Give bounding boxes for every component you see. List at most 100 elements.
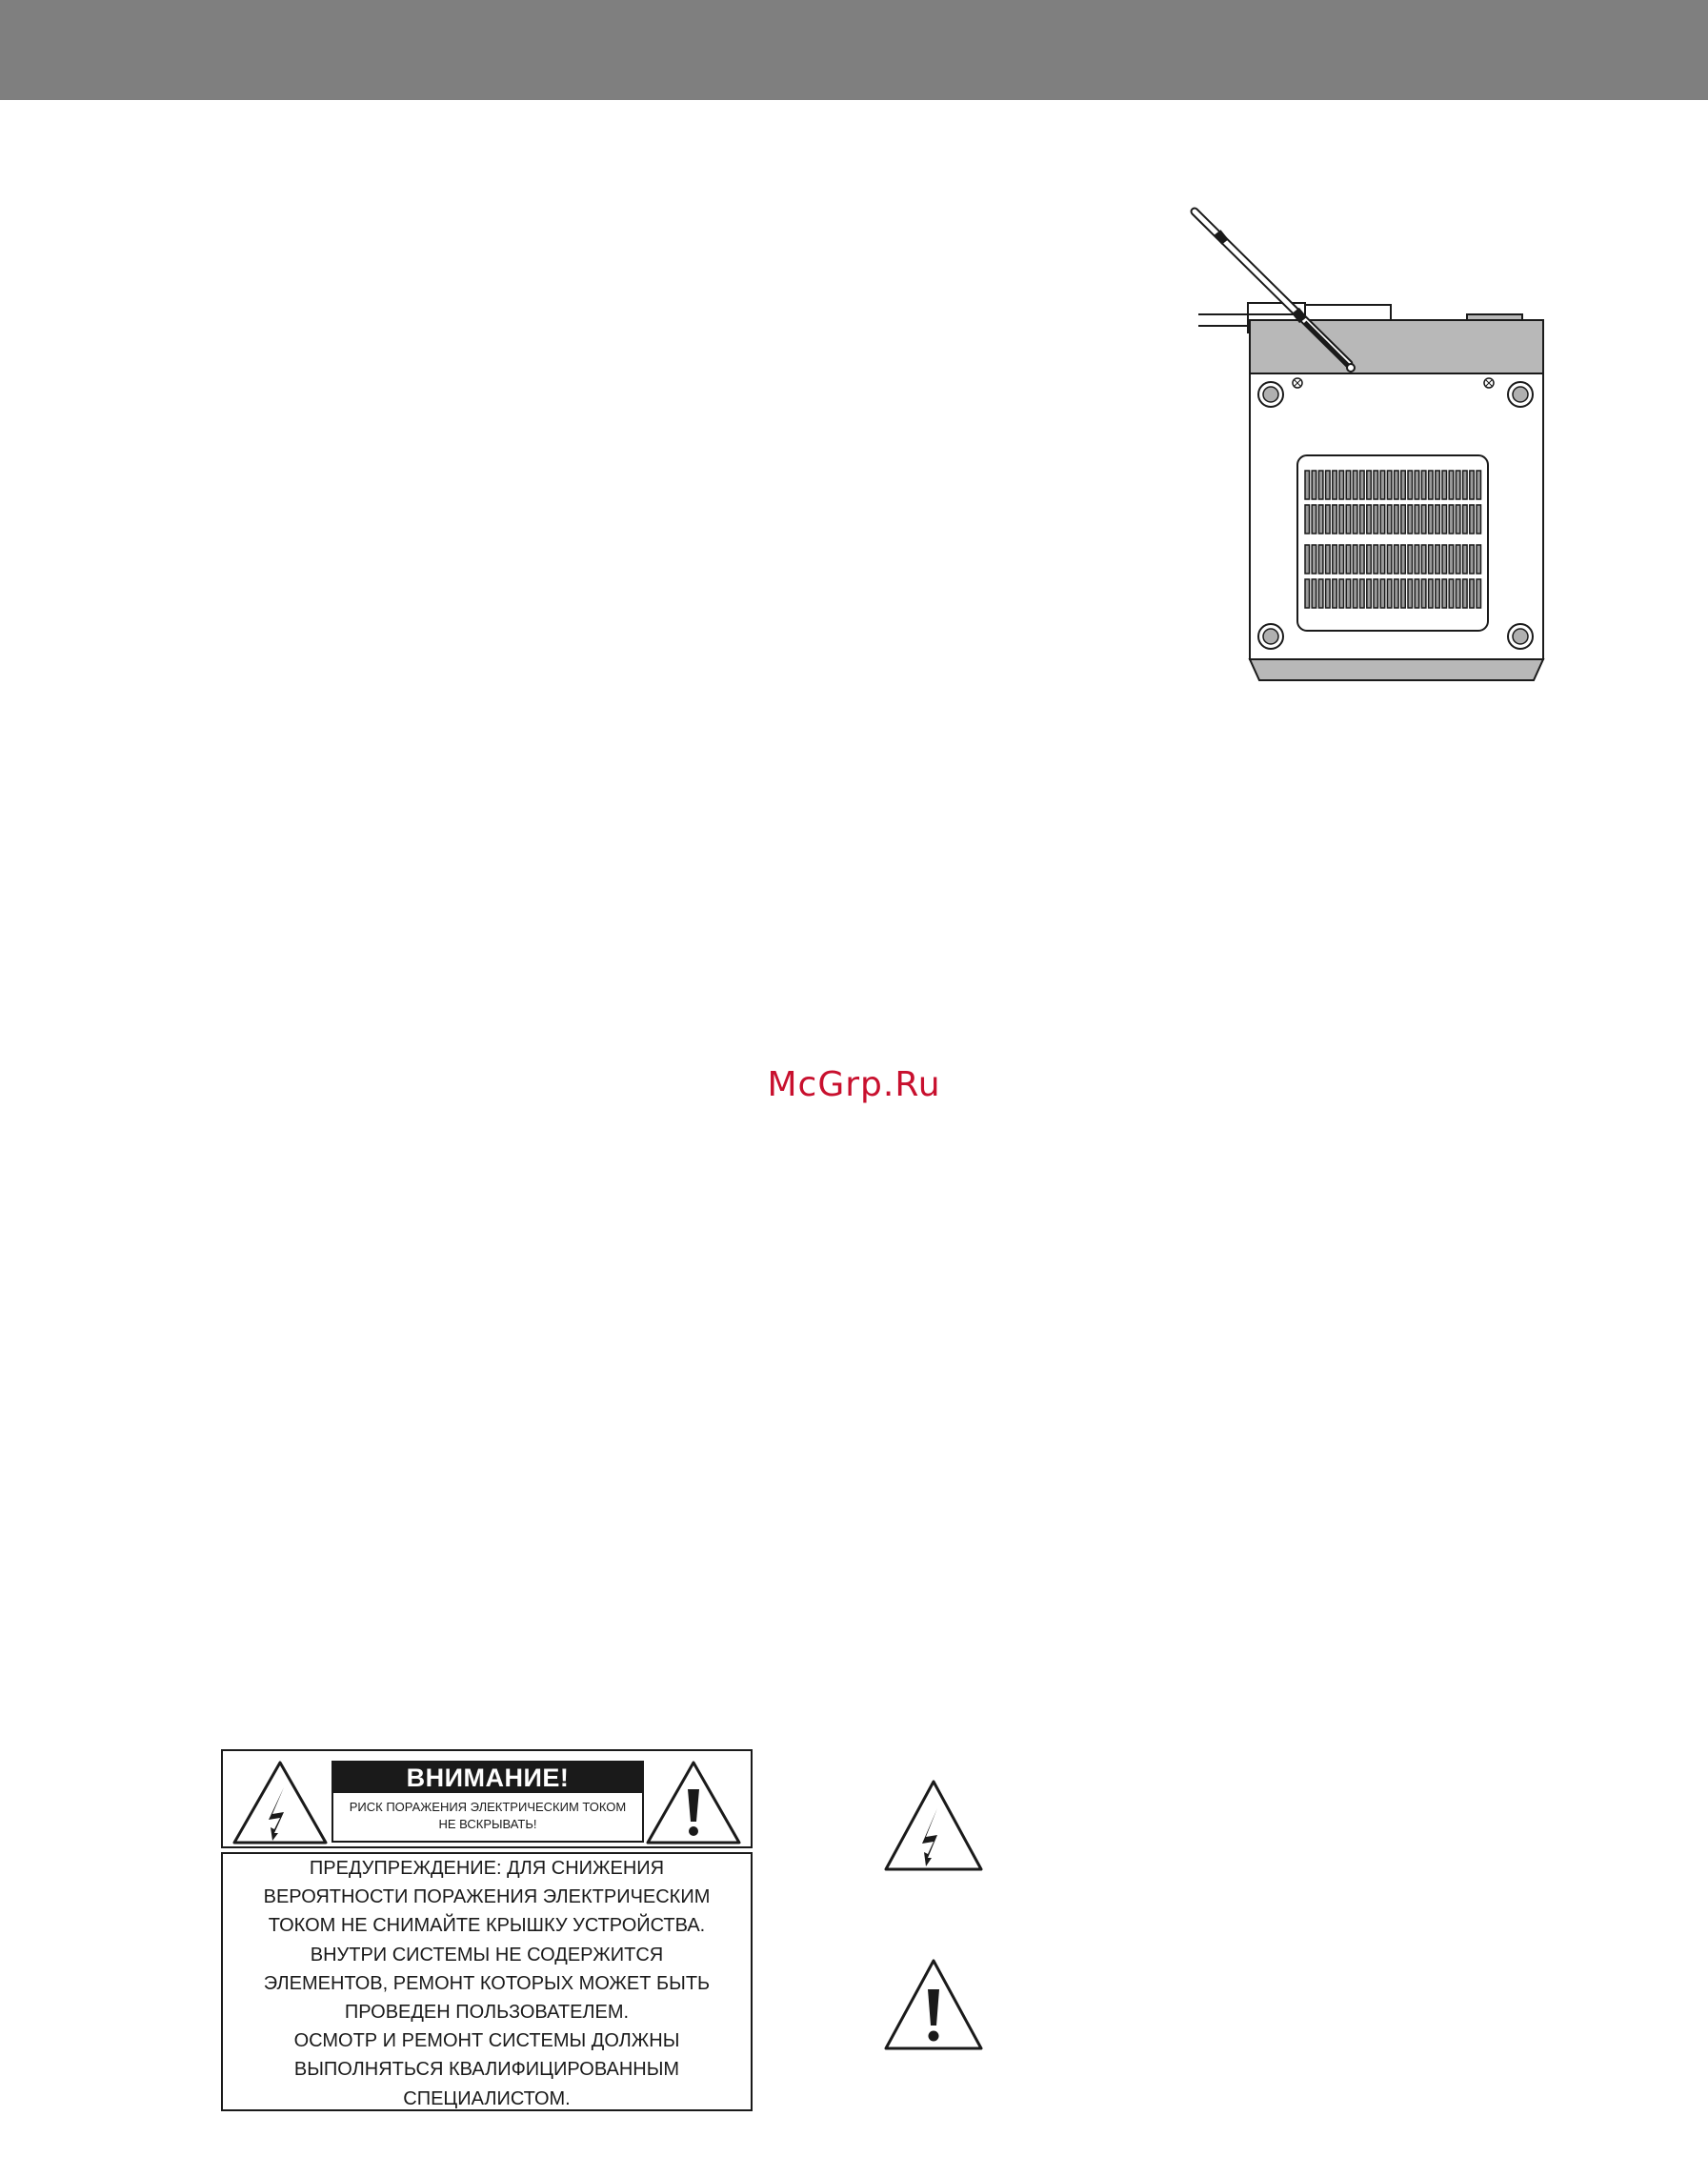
vent-slot <box>1345 470 1352 500</box>
warning-line: ПРЕДУПРЕЖДЕНИЕ: ДЛЯ СНИЖЕНИЯ <box>309 1858 665 1879</box>
vent-slot <box>1441 470 1448 500</box>
vent-slot <box>1476 544 1482 574</box>
warning-line: ОСМОТР И РЕМОНТ СИСТЕМЫ ДОЛЖНЫ <box>293 2030 680 2052</box>
vent-slot <box>1345 504 1352 534</box>
vent-slot <box>1476 504 1482 534</box>
vent-slot <box>1393 544 1399 574</box>
vent-slot <box>1324 504 1331 534</box>
vent-slot <box>1324 544 1331 574</box>
vent-slot <box>1345 578 1352 609</box>
vent-slot <box>1420 504 1427 534</box>
vent-slot <box>1435 578 1441 609</box>
vent-slot <box>1379 470 1386 500</box>
vent-slot <box>1407 544 1414 574</box>
vent-slot <box>1414 470 1420 500</box>
vent-slot <box>1332 470 1338 500</box>
vent-slot <box>1352 578 1358 609</box>
vent-slot <box>1332 504 1338 534</box>
vent-slot <box>1338 544 1345 574</box>
vent-slot <box>1448 544 1455 574</box>
lightning-bolt-triangle-icon <box>232 1761 328 1844</box>
vent-slot <box>1448 578 1455 609</box>
vent-slot <box>1420 470 1427 500</box>
vent-slot <box>1324 470 1331 500</box>
vent-slot <box>1317 470 1324 500</box>
vent-slot <box>1461 578 1468 609</box>
vent-slot <box>1338 470 1345 500</box>
vent-slot <box>1420 544 1427 574</box>
vent-slot <box>1358 544 1365 574</box>
vent-slot <box>1379 504 1386 534</box>
vent-slot <box>1455 470 1461 500</box>
vent-slot <box>1317 504 1324 534</box>
warning-line: ЭЛЕМЕНТОВ, РЕМОНТ КОТОРЫХ МОЖЕТ БЫТЬ <box>263 1972 711 1994</box>
vent-slot <box>1400 470 1407 500</box>
vent-slot <box>1461 470 1468 500</box>
lightning-bolt-triangle-icon <box>884 1780 983 1871</box>
vent-slot <box>1332 544 1338 574</box>
vent-slot <box>1435 470 1441 500</box>
caution-label: ВНИМАНИЕ! РИСК ПОРАЖЕНИЯ ЭЛЕКТРИЧЕСКИМ Т… <box>221 1749 754 2111</box>
vent-slot <box>1338 578 1345 609</box>
page-header-bar <box>0 0 1708 100</box>
vent-slot <box>1469 504 1476 534</box>
vent-slot <box>1400 544 1407 574</box>
vent-slot <box>1373 470 1379 500</box>
vent-slot <box>1345 544 1352 574</box>
vent-slot <box>1386 578 1393 609</box>
vent-slot <box>1311 578 1317 609</box>
vent-slot <box>1311 470 1317 500</box>
device-top-view-illustration <box>1190 207 1545 681</box>
vent-slot <box>1400 578 1407 609</box>
vent-slot <box>1427 470 1434 500</box>
vent-slot <box>1358 504 1365 534</box>
vent-slot <box>1379 578 1386 609</box>
vent-slot <box>1386 544 1393 574</box>
vent-slot <box>1352 544 1358 574</box>
vent-slot <box>1352 504 1358 534</box>
vent-slot <box>1461 544 1468 574</box>
vent-slot <box>1435 504 1441 534</box>
vent-slot <box>1461 504 1468 534</box>
vent-slot <box>1373 504 1379 534</box>
warning-line: ВНУТРИ СИСТЕМЫ НЕ СОДЕРЖИТСЯ <box>310 1944 664 1965</box>
vent-slot <box>1386 504 1393 534</box>
vent-slot <box>1469 578 1476 609</box>
vent-slot <box>1304 470 1311 500</box>
vent-slot <box>1317 544 1324 574</box>
vent-slot <box>1338 504 1345 534</box>
vent-slot <box>1414 578 1420 609</box>
vent-slot <box>1448 470 1455 500</box>
warning-line: ТОКОМ НЕ СНИМАЙТЕ КРЫШКУ УСТРОЙСТВА. <box>268 1915 706 1937</box>
exclamation-triangle-icon <box>884 1959 983 2050</box>
watermark-text: McGrp.Ru <box>767 1065 941 1104</box>
warning-line: ВЕРОЯТНОСТИ ПОРАЖЕНИЯ ЭЛЕКТРИЧЕСКИМ <box>263 1886 711 1908</box>
vent-slot <box>1304 544 1311 574</box>
vent-slot <box>1427 544 1434 574</box>
vent-slot <box>1393 578 1399 609</box>
exclamation-triangle-icon <box>646 1761 741 1844</box>
vent-slot <box>1366 504 1373 534</box>
vent-slot <box>1317 578 1324 609</box>
vent-slot <box>1420 578 1427 609</box>
vent-slot <box>1469 470 1476 500</box>
warning-line: ВЫПОЛНЯТЬСЯ КВАЛИФИЦИРОВАННЫМ <box>293 2059 680 2081</box>
vent-slot <box>1407 470 1414 500</box>
vent-slot <box>1311 504 1317 534</box>
vent-slot <box>1414 544 1420 574</box>
warning-line: ПРОВЕДЕН ПОЛЬЗОВАТЕЛЕМ. <box>344 2002 630 2024</box>
vent-slot <box>1393 504 1399 534</box>
vent-slot <box>1366 544 1373 574</box>
vent-slot <box>1427 504 1434 534</box>
caution-subtext-line: РИСК ПОРАЖЕНИЯ ЭЛЕКТРИЧЕСКИМ ТОКОМ <box>349 1800 627 1814</box>
vent-slot <box>1448 504 1455 534</box>
warning-line: СПЕЦИАЛИСТОМ. <box>403 2087 571 2109</box>
vent-slot <box>1373 578 1379 609</box>
caution-warning-text: ПРЕДУПРЕЖДЕНИЕ: ДЛЯ СНИЖЕНИЯ ВЕРОЯТНОСТИ… <box>221 1852 753 2111</box>
vent-slot <box>1366 470 1373 500</box>
vent-slot <box>1455 544 1461 574</box>
vent-slot <box>1476 470 1482 500</box>
vent-slot <box>1476 578 1482 609</box>
caution-label-center: ВНИМАНИЕ! РИСК ПОРАЖЕНИЯ ЭЛЕКТРИЧЕСКИМ Т… <box>332 1761 644 1843</box>
vent-slot <box>1441 544 1448 574</box>
